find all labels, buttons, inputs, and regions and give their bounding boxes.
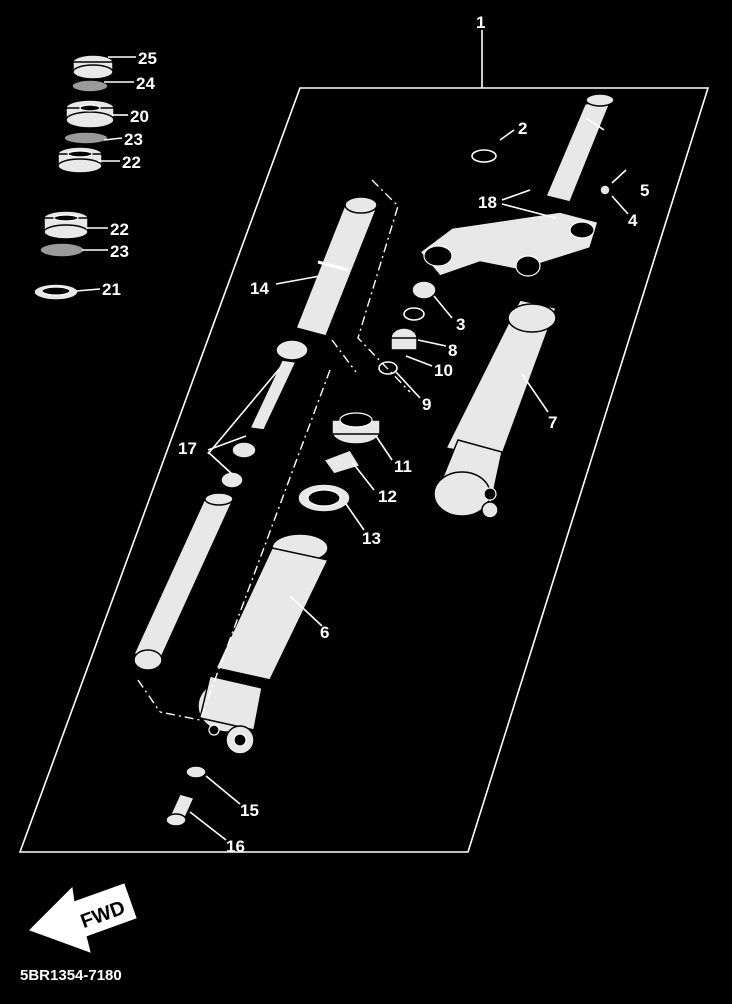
callout-16: 16	[226, 837, 245, 856]
callout-5: 5	[640, 181, 649, 200]
callouts: 1 2 3 4 5 6 7 8 9 10 11 12 13 14 15 16 1…	[102, 13, 649, 856]
leader-lines	[75, 56, 629, 841]
callout-12: 12	[378, 487, 397, 506]
callout-9: 9	[422, 395, 431, 414]
callout-8: 8	[448, 341, 457, 360]
assembly-boundary	[18, 87, 710, 853]
callout-20: 20	[130, 107, 149, 126]
callout-17: 17	[178, 439, 197, 458]
callout-25: 25	[138, 49, 157, 68]
part-15-washer	[185, 765, 207, 779]
seals-group	[297, 412, 381, 513]
steering-bearing-stack	[33, 54, 115, 301]
callout-18: 18	[478, 193, 497, 212]
part-14-inner-tube	[294, 196, 378, 337]
right-fork-assembly	[418, 93, 627, 519]
callout-11: 11	[394, 457, 412, 476]
callout-21: 21	[102, 280, 121, 299]
fwd-arrow: FWD	[29, 883, 137, 953]
callout-15: 15	[240, 801, 259, 820]
part-17-damper-rod	[132, 339, 309, 671]
part-6-outer-tube	[197, 533, 330, 755]
callout-3: 3	[456, 315, 465, 334]
callout-22a: 22	[122, 153, 141, 172]
callout-4: 4	[628, 211, 638, 230]
callout-1: 1	[476, 13, 485, 32]
callout-14: 14	[250, 279, 269, 298]
small-parts-column	[378, 280, 437, 375]
callout-24: 24	[136, 74, 155, 93]
callout-6: 6	[320, 623, 329, 642]
part-2-circlip	[471, 149, 497, 163]
callout-10: 10	[434, 361, 453, 380]
drawing-code: 5BR1354-7180	[20, 967, 122, 984]
callout-23a: 23	[124, 130, 143, 149]
callout-7: 7	[548, 413, 557, 432]
part-16-bolt	[165, 793, 196, 827]
callout-13: 13	[362, 529, 381, 548]
callout-2: 2	[518, 119, 527, 138]
callout-22b: 22	[110, 220, 129, 239]
alignment-lines	[137, 179, 411, 721]
callout-23b: 23	[110, 242, 129, 261]
